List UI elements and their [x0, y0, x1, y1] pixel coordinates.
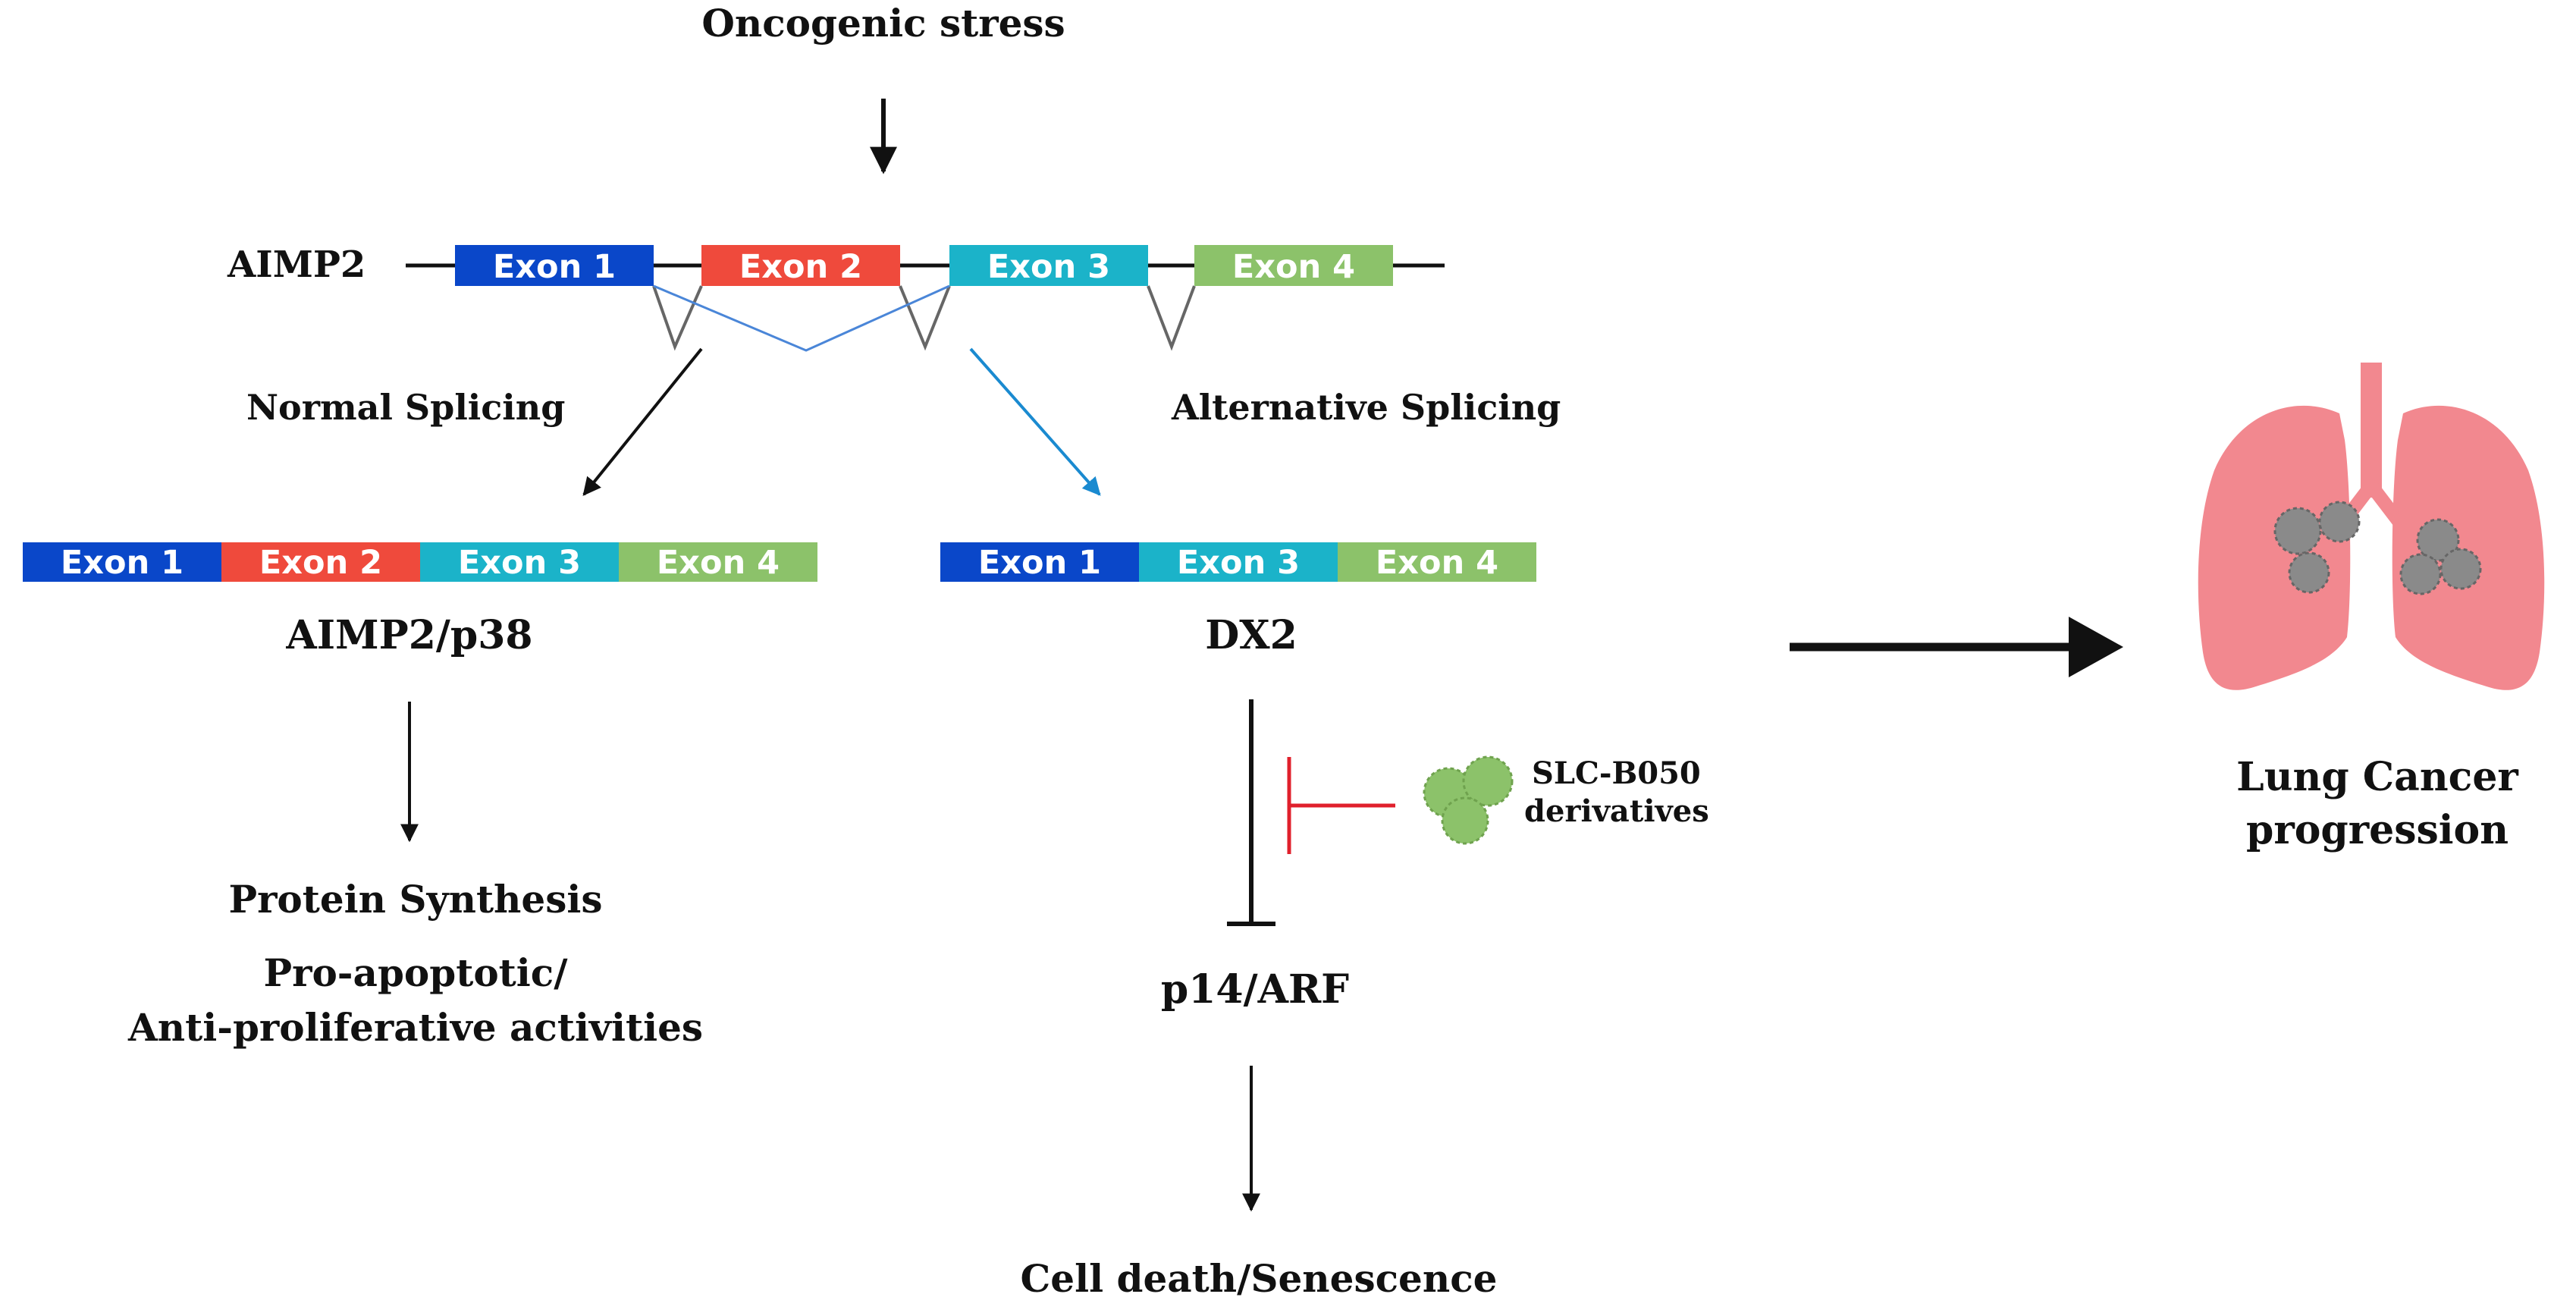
variant-exon-1-label: Exon 1 [978, 544, 1101, 582]
tumor-cluster-left [2273, 501, 2361, 594]
normal-splicing-arrow [582, 347, 703, 496]
normal-exon-2-box [221, 542, 420, 582]
compound-blob-2 [1462, 755, 1514, 807]
protein-synthesis-label: Protein Synthesis [228, 877, 602, 922]
normal-splicing-label: Normal Splicing [246, 387, 565, 428]
tumor-blob-6 [2440, 548, 2482, 590]
gene-exon-3: Exon 3 [949, 245, 1148, 286]
normal-product-name: AIMP2/p38 [285, 612, 532, 658]
alternative-splicing-label: Alternative Splicing [1171, 387, 1561, 428]
alternative-splice-connector [653, 284, 950, 352]
left-lung [2198, 405, 2351, 690]
normal-exon-4-box [619, 542, 817, 582]
tumor-cluster-right [2399, 518, 2482, 595]
p14-arf-label: p14/ARF [1161, 966, 1349, 1013]
variant-exon-3-box [1139, 542, 1338, 582]
gene-name-label: AIMP2 [227, 243, 366, 286]
lung-cancer-label-line1: Lung Cancer [2236, 754, 2518, 800]
oncogenic-stress-label: Oncogenic stress [701, 1, 1065, 46]
tumor-blob-4 [2416, 518, 2460, 562]
gene-exon-1: Exon 1 [455, 245, 654, 286]
compound-cluster-icon [1423, 755, 1514, 845]
progression-arrow-head [2069, 617, 2123, 677]
gene-exon-1-label: Exon 1 [493, 248, 616, 286]
tumor-blob-3 [2288, 551, 2330, 594]
variant-product-name: DX2 [1205, 612, 1297, 658]
cell-death-label: Cell death/Senescence [1021, 1256, 1498, 1301]
compound-blob-3 [1441, 796, 1489, 845]
gene-exon-4-label: Exon 4 [1232, 248, 1355, 286]
variant-product-bar: Exon 1 Exon 3 Exon 4 [940, 542, 1536, 582]
normal-product-bar: Exon 1 Exon 2 Exon 3 Exon 4 [23, 542, 817, 582]
gene-exon-2-box [701, 245, 900, 286]
splice-connector-2-3 [899, 285, 951, 351]
splice-connector-1-2 [652, 285, 703, 351]
splice-connector-3-4 [1147, 285, 1196, 351]
tumor-blob-1 [2273, 507, 2322, 555]
inhibitor-label-line1: SLC-B050 [1532, 755, 1701, 791]
anti-proliferative-label: Anti-proliferative activities [127, 1005, 703, 1050]
normal-exon-4-label: Exon 4 [657, 544, 780, 582]
inhibitor-label-line2: derivatives [1524, 793, 1709, 829]
alternative-splicing-arrow [969, 347, 1101, 496]
variant-exon-1-box [940, 542, 1139, 582]
lung-icon [2198, 363, 2545, 690]
normal-exon-3-label: Exon 3 [458, 544, 581, 582]
gene-exon-4-box [1194, 245, 1393, 286]
variant-exon-4-label: Exon 4 [1376, 544, 1498, 582]
pro-apoptotic-label: Pro-apoptotic/ [264, 950, 569, 995]
gene-exon-4: Exon 4 [1194, 245, 1393, 286]
gene-exon-2: Exon 2 [701, 245, 900, 286]
gene-exon-2-label: Exon 2 [739, 248, 862, 286]
gene-exon-3-label: Exon 3 [987, 248, 1110, 286]
gene-exon-1-box [455, 245, 654, 286]
right-lung [2392, 405, 2545, 690]
variant-exon-3-label: Exon 3 [1177, 544, 1300, 582]
tumor-blob-5 [2399, 553, 2442, 595]
normal-exon-3-box [420, 542, 619, 582]
normal-exon-1-box [23, 542, 221, 582]
normal-exon-2-label: Exon 2 [259, 544, 382, 582]
tumor-blob-2 [2318, 501, 2361, 543]
normal-exon-1-label: Exon 1 [61, 544, 184, 582]
variant-exon-4-box [1338, 542, 1536, 582]
trachea [2361, 363, 2382, 498]
gene-exon-3-box [949, 245, 1148, 286]
lung-cancer-label-line2: progression [2246, 807, 2509, 853]
